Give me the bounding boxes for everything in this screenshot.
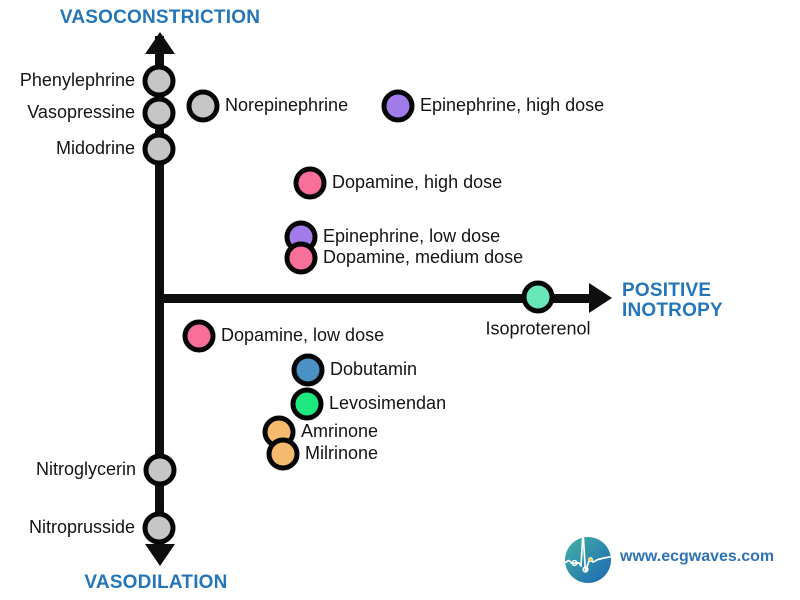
drug-label: Dobutamin [330,359,418,380]
right-arrowhead-icon [589,283,612,313]
drug-label: Nitroprusside [28,517,135,538]
vertical-axis-line [154,36,164,548]
drug-label: Dopamine, high dose [332,172,503,193]
ecgwaves-url-text: www.ecgwaves.com [620,548,775,565]
drug-dot [182,319,216,353]
drug-dot [142,96,176,130]
drug-dot [291,353,325,387]
positive-inotropy-line1: POSITIVE [622,280,712,301]
drug-label: Amrinone [301,421,379,442]
drug-label: Phenylephrine [19,70,135,91]
drug-label: Epinephrine, low dose [323,226,501,247]
positive-inotropy-line2: INOTROPY [622,300,723,321]
drug-dot [186,89,220,123]
drug-label: Dopamine, low dose [221,325,385,346]
drug-dot [290,387,324,421]
horizontal-axis-line [159,293,590,303]
drug-label: Isoproterenol [485,318,591,339]
drug-dot [381,89,415,123]
ecgwaves-logo-icon [565,537,611,583]
drug-label: Midodrine [55,138,135,159]
drug-label: Norepinephrine [225,95,349,116]
drug-dot [142,64,176,98]
positive-inotropy-axis-title: POSITIVE INOTROPY [622,281,723,321]
drug-label: Epinephrine, high dose [420,95,605,116]
drug-dot [266,437,300,471]
vasodilation-axis-title: VASODILATION [84,572,228,593]
down-arrowhead-icon [145,544,175,566]
drug-dot [521,280,555,314]
drug-label: Nitroglycerin [35,459,136,480]
drug-label: Vasopressine [27,102,135,123]
drug-dot [284,241,318,275]
drug-label: Milrinone [305,443,379,464]
up-arrowhead-icon [145,32,175,54]
drug-dot [293,166,327,200]
drug-dot [142,132,176,166]
drug-label: Levosimendan [329,393,447,414]
drug-dot [143,453,177,487]
drug-label: Dopamine, medium dose [323,247,524,268]
vasoconstriction-axis-title: VASOCONSTRICTION [59,7,261,28]
ecgwaves-watermark: www.ecgwaves.com [564,536,774,584]
drug-dot [142,511,176,545]
